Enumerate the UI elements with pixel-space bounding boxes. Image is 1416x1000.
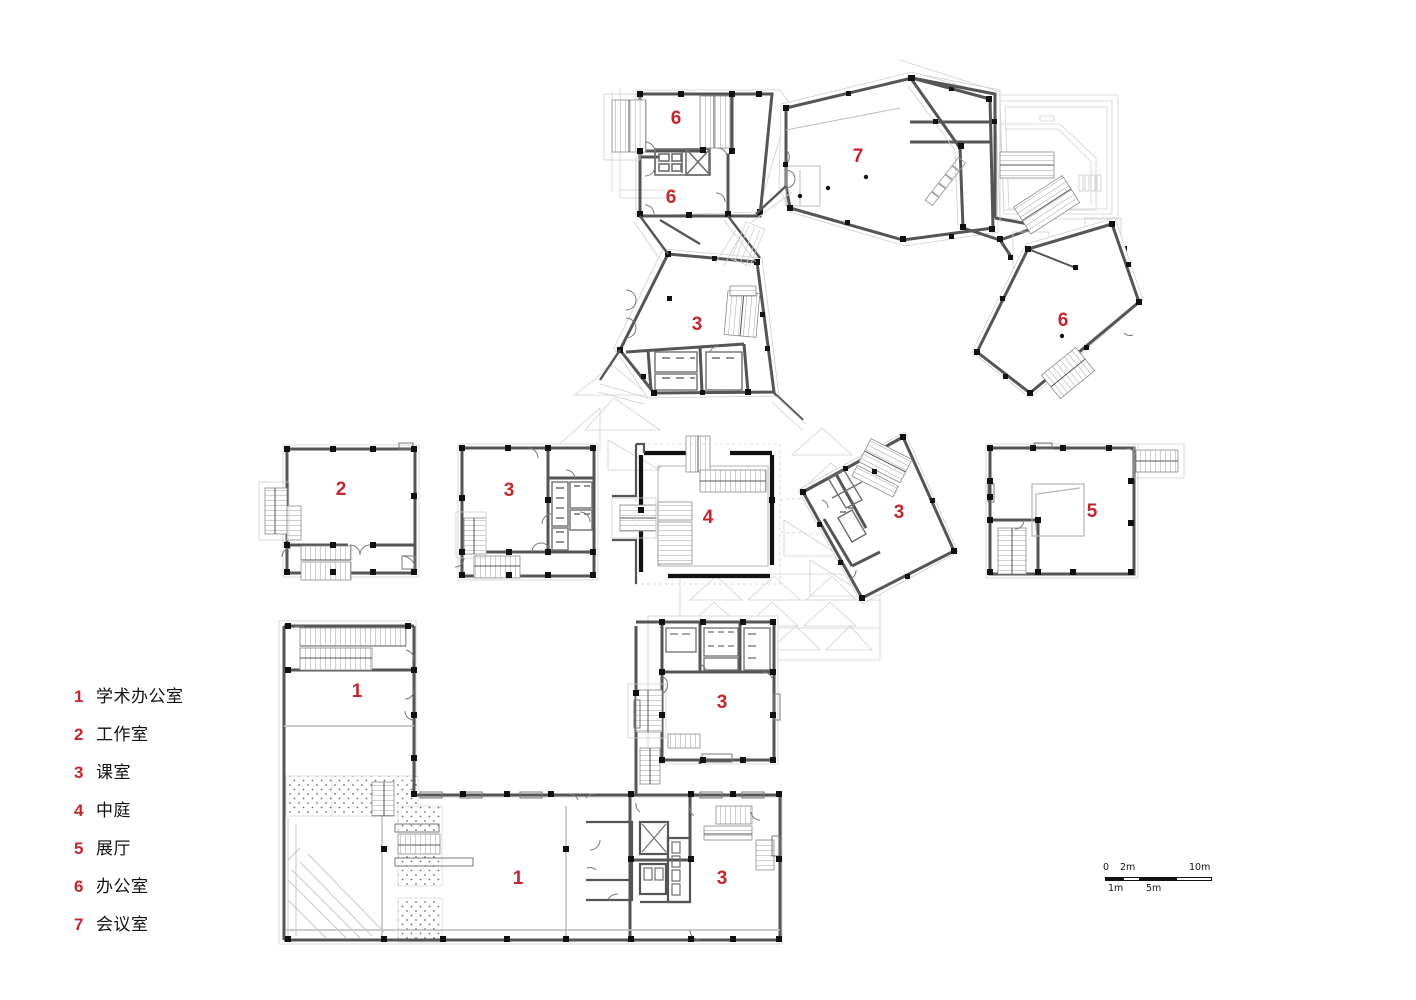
building-office-6-east: [971, 217, 1144, 400]
room-number-3: 3: [717, 868, 728, 889]
legend-number: 4: [74, 801, 84, 820]
legend-label: 会议室: [96, 915, 149, 935]
legend-label: 中庭: [96, 801, 131, 821]
legend-label: 展厅: [96, 839, 131, 859]
scale-label-5m: 5m: [1146, 883, 1162, 894]
legend-item-7: 7 会议室: [74, 906, 304, 944]
legend-number: 2: [74, 725, 84, 744]
legend-item-1: 1 学术办公室: [74, 678, 304, 716]
scale-seg-light-2: [1176, 877, 1212, 881]
scale-label-0: 0: [1103, 862, 1110, 873]
building-classroom-3-center: [627, 615, 781, 785]
legend-label: 学术办公室: [96, 687, 184, 707]
room-number-labels: 6 6 7 6 3 2 3 4 3 5 1 3 1 3: [336, 108, 1098, 889]
scale-seg-dark-1: [1105, 877, 1123, 881]
room-number-3: 3: [894, 502, 905, 523]
room-number-4: 4: [703, 507, 714, 528]
building-classroom-3-midleft: [454, 443, 599, 581]
room-number-3: 3: [692, 314, 703, 335]
building-north-offices: [603, 89, 791, 218]
legend-item-3: 3 课室: [74, 754, 304, 792]
building-classroom-3-north: [613, 248, 780, 399]
legend-number: 7: [74, 915, 84, 934]
legend-number: 3: [74, 763, 84, 782]
scale-label-2m: 2m: [1120, 862, 1136, 873]
legend-number: 1: [74, 687, 84, 706]
building-meeting-7: [778, 71, 999, 247]
building-classroom-3-right: [797, 431, 959, 605]
legend-label: 工作室: [96, 725, 149, 745]
room-number-6: 6: [1058, 310, 1069, 331]
room-number-1: 1: [513, 868, 524, 889]
room-number-6: 6: [666, 187, 677, 208]
room-number-6: 6: [671, 108, 682, 129]
building-atrium-4: [611, 435, 831, 585]
legend-number: 5: [74, 839, 84, 858]
room-number-3: 3: [504, 480, 515, 501]
room-number-1: 1: [352, 681, 363, 702]
room-number-3: 3: [717, 692, 728, 713]
building-exhibition-5: [985, 442, 1185, 579]
room-number-5: 5: [1087, 501, 1098, 522]
legend-item-5: 5 展厅: [74, 830, 304, 868]
legend: 1 学术办公室 2 工作室 3 课室 4 中庭 5 展厅 6 办公室 7 会议室: [74, 678, 304, 944]
building-south-wing: [278, 620, 783, 945]
legend-label: 办公室: [96, 877, 149, 897]
building-ne-core: [907, 73, 1128, 292]
room-number-7: 7: [853, 146, 864, 167]
scale-label-10m: 10m: [1189, 862, 1211, 873]
legend-item-2: 2 工作室: [74, 716, 304, 754]
scale-bar: 0 2m 10m 1m 5m: [1103, 862, 1223, 902]
legend-item-4: 4 中庭: [74, 792, 304, 830]
legend-label: 课室: [96, 763, 131, 783]
room-number-2: 2: [336, 479, 347, 500]
scale-seg-dark-2: [1140, 877, 1176, 881]
legend-item-6: 6 办公室: [74, 868, 304, 906]
scale-seg-light-1: [1123, 877, 1140, 881]
building-studio-2: [258, 442, 420, 581]
scale-label-1m: 1m: [1108, 883, 1124, 894]
legend-number: 6: [74, 877, 84, 896]
